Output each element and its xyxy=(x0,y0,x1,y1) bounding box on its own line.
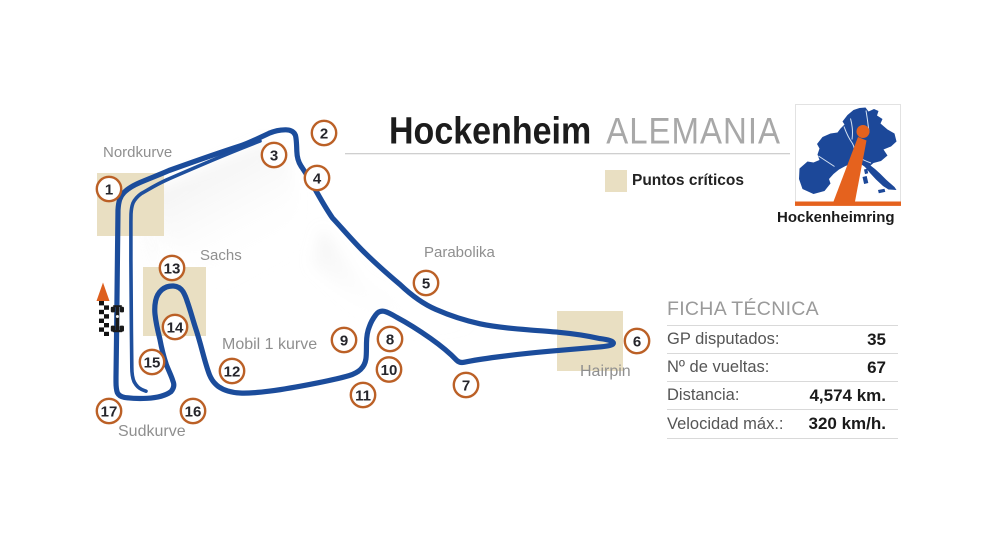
svg-text:7: 7 xyxy=(462,377,470,394)
svg-text:4: 4 xyxy=(313,170,322,187)
svg-text:8: 8 xyxy=(386,331,394,348)
svg-text:14: 14 xyxy=(167,319,184,336)
svg-text:15: 15 xyxy=(144,354,161,371)
svg-text:2: 2 xyxy=(320,125,328,142)
svg-text:5: 5 xyxy=(422,275,430,292)
svg-text:9: 9 xyxy=(340,332,348,349)
svg-text:6: 6 xyxy=(633,333,641,350)
svg-text:11: 11 xyxy=(355,387,371,404)
svg-text:3: 3 xyxy=(270,147,278,164)
svg-text:13: 13 xyxy=(164,260,181,277)
svg-text:16: 16 xyxy=(185,403,202,420)
svg-text:1: 1 xyxy=(105,181,113,198)
svg-text:17: 17 xyxy=(101,403,118,420)
svg-text:12: 12 xyxy=(224,363,241,380)
svg-text:10: 10 xyxy=(381,362,398,379)
